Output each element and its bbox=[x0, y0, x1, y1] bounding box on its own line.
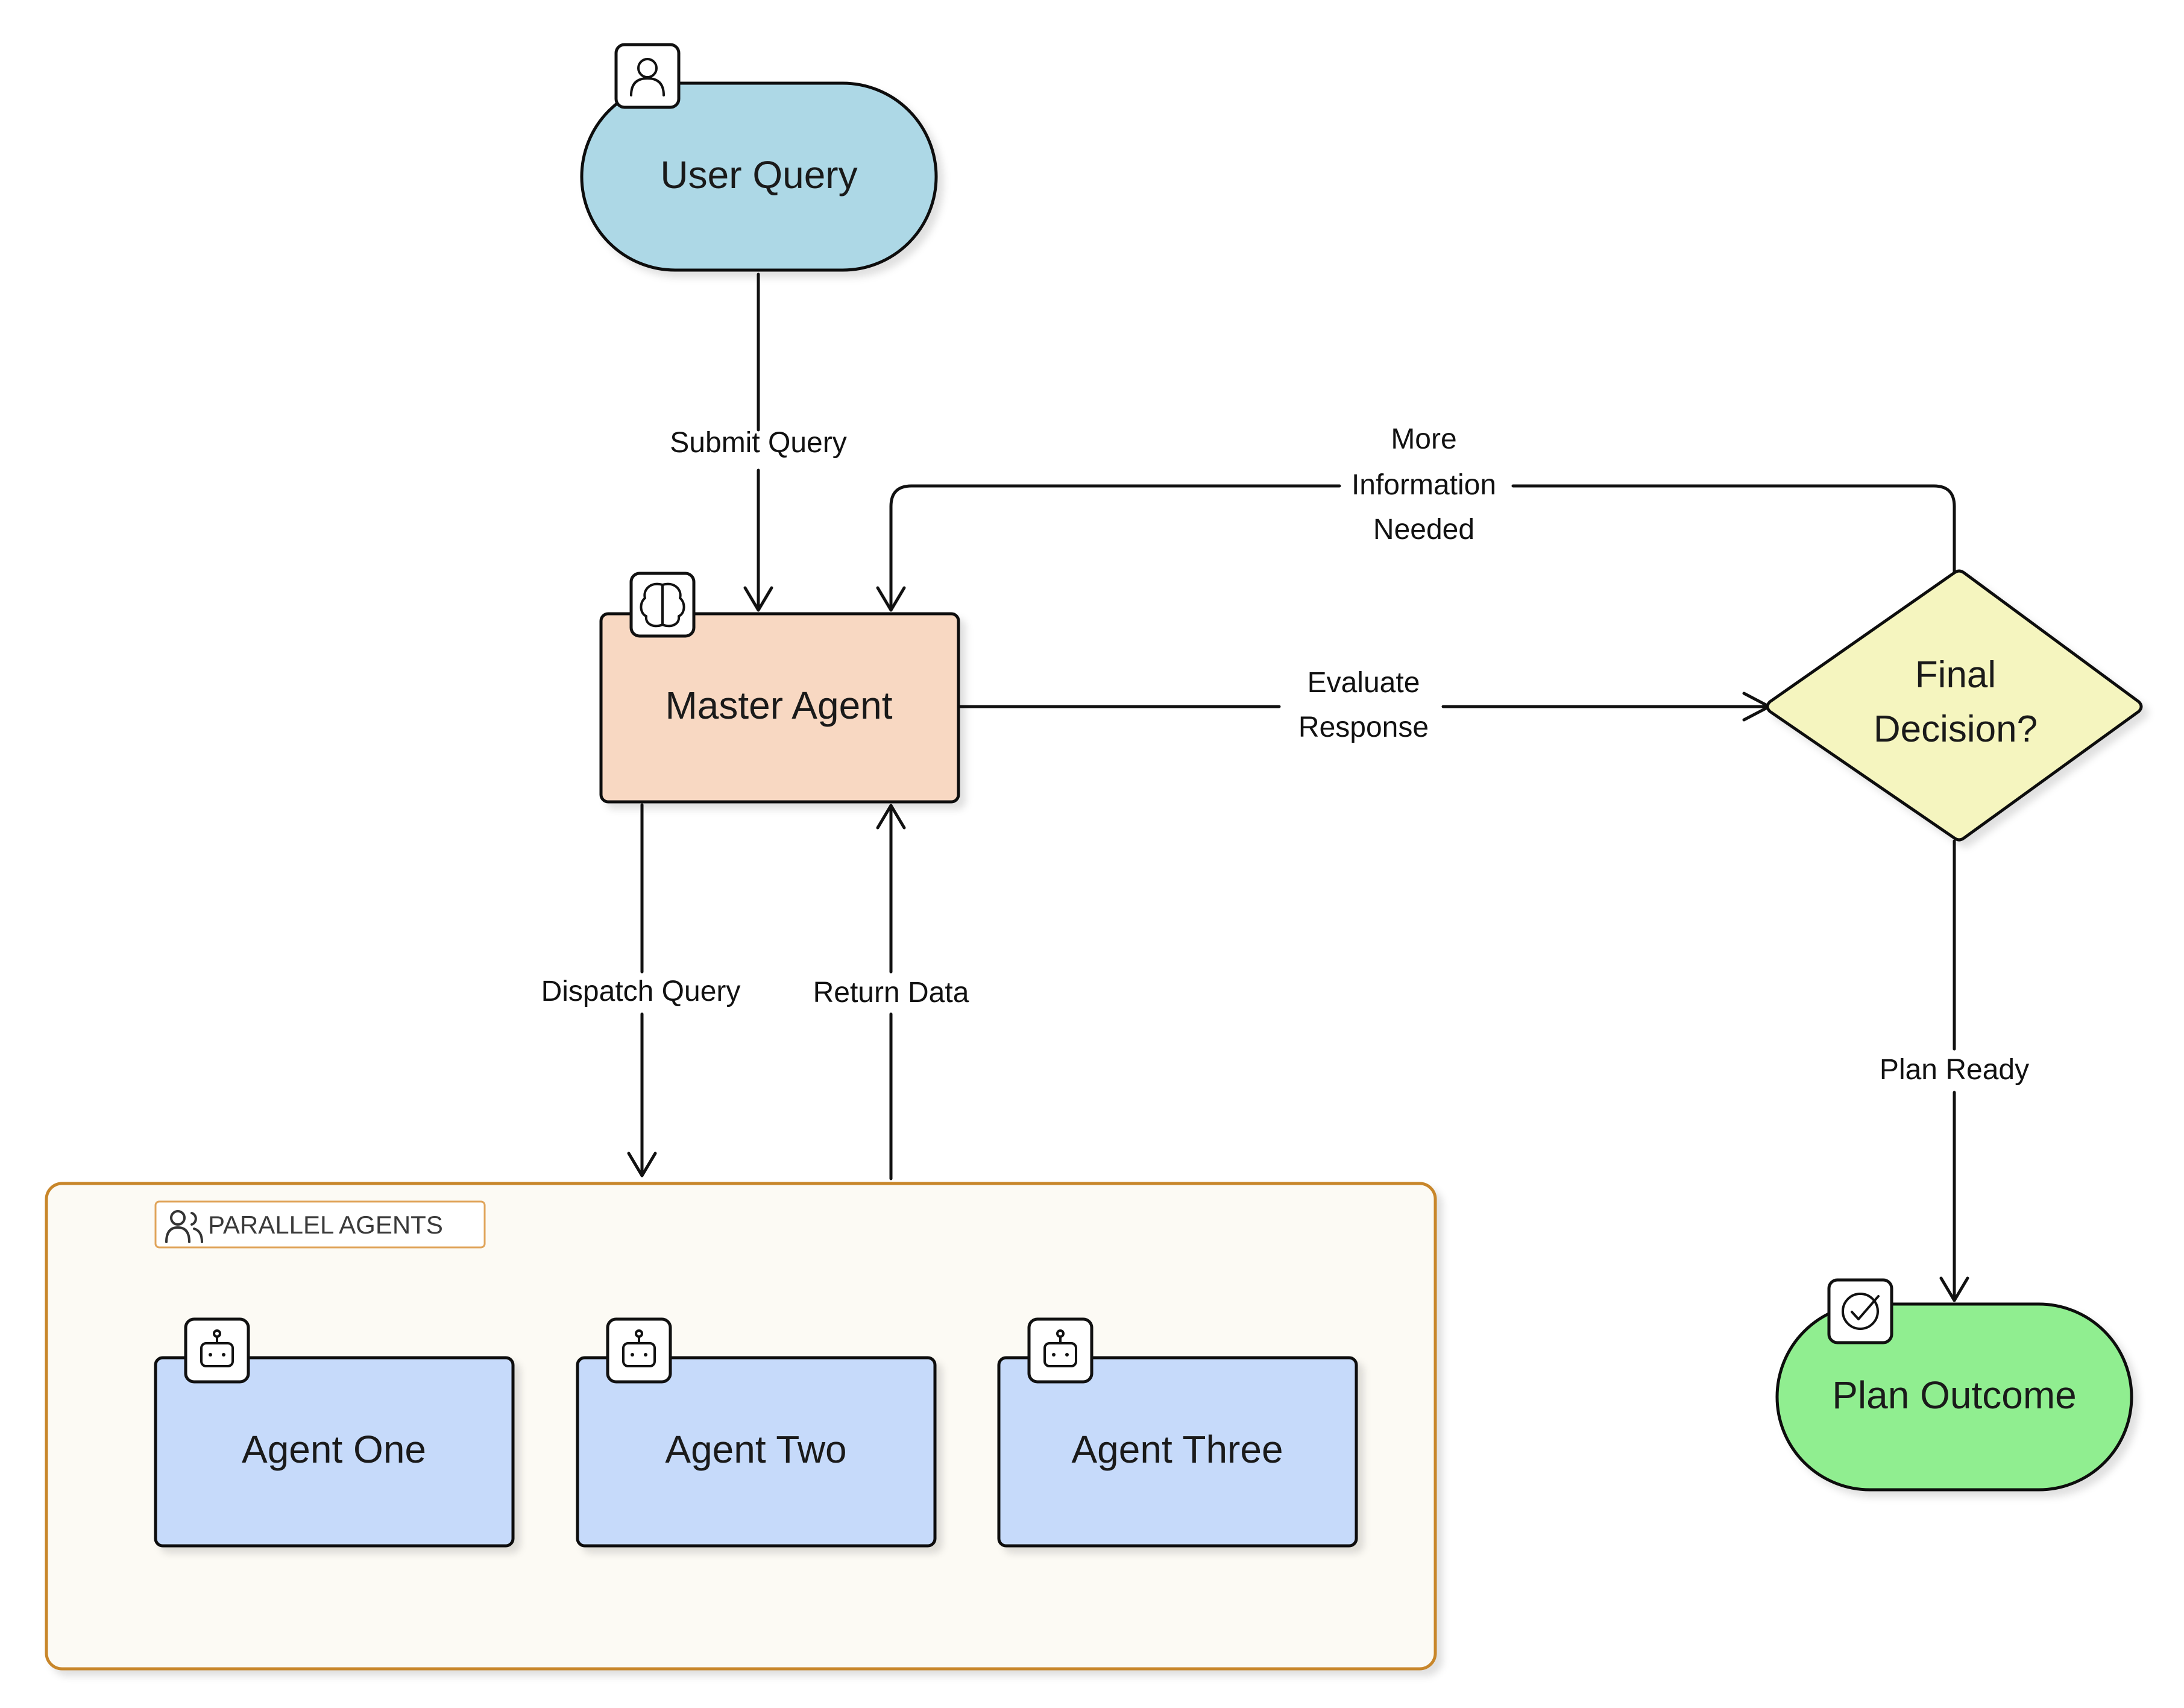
node-label-agent-two: Agent Two bbox=[665, 1428, 846, 1471]
arrowhead-more-information bbox=[876, 586, 906, 612]
node-label-agent-one: Agent One bbox=[242, 1428, 426, 1471]
node-agent-three[interactable]: Agent Three bbox=[997, 1317, 1358, 1548]
robot-icon bbox=[1027, 1317, 1094, 1384]
edge-labels: Submit Query More Information Needed Eva… bbox=[541, 423, 2029, 1086]
group-label-badge: PARALLEL AGENTS bbox=[154, 1200, 486, 1249]
check-circle-icon bbox=[1827, 1278, 1893, 1344]
edge-label-evaluate-response-2: Response bbox=[1298, 711, 1429, 743]
node-agent-one[interactable]: Agent One bbox=[154, 1317, 515, 1548]
edges bbox=[627, 273, 1969, 1302]
edge-more-information bbox=[889, 484, 1956, 612]
node-label-final-decision-2: Decision? bbox=[1874, 708, 2038, 750]
node-label-final-decision-1: Final bbox=[1915, 654, 1996, 696]
arrowhead-submit-query bbox=[743, 586, 773, 612]
node-agent-two[interactable]: Agent Two bbox=[576, 1317, 937, 1548]
node-master-agent[interactable]: Master Agent bbox=[599, 572, 960, 804]
robot-icon bbox=[606, 1317, 672, 1384]
arrowhead-plan-ready bbox=[1939, 1276, 1969, 1302]
robot-icon bbox=[184, 1317, 250, 1384]
node-final-decision[interactable]: Final Decision? bbox=[1766, 569, 2143, 842]
arrowhead-return-data bbox=[876, 804, 906, 830]
edge-label-evaluate-response-1: Evaluate bbox=[1308, 667, 1420, 699]
brain-icon bbox=[629, 572, 696, 638]
users-icon bbox=[165, 1210, 203, 1243]
edge-label-submit-query: Submit Query bbox=[670, 427, 846, 459]
edge-label-more-information-3: Needed bbox=[1373, 514, 1474, 546]
node-label-agent-three: Agent Three bbox=[1071, 1428, 1283, 1471]
user-icon bbox=[614, 43, 681, 109]
edge-label-plan-ready: Plan Ready bbox=[1880, 1054, 2029, 1086]
group-label: PARALLEL AGENTS bbox=[208, 1211, 443, 1239]
edge-label-more-information-2: Information bbox=[1352, 469, 1496, 501]
edge-label-dispatch-query: Dispatch Query bbox=[541, 975, 741, 1007]
edge-label-more-information-1: More bbox=[1391, 423, 1456, 455]
edge-label-return-data: Return Data bbox=[813, 977, 969, 1009]
arrowhead-dispatch-query bbox=[627, 1152, 657, 1177]
node-plan-outcome[interactable]: Plan Outcome bbox=[1775, 1278, 2133, 1492]
node-label-user-query: User Query bbox=[660, 153, 857, 197]
node-label-master-agent: Master Agent bbox=[665, 684, 892, 727]
node-label-plan-outcome: Plan Outcome bbox=[1832, 1373, 2077, 1417]
node-user-query[interactable]: User Query bbox=[580, 43, 938, 272]
